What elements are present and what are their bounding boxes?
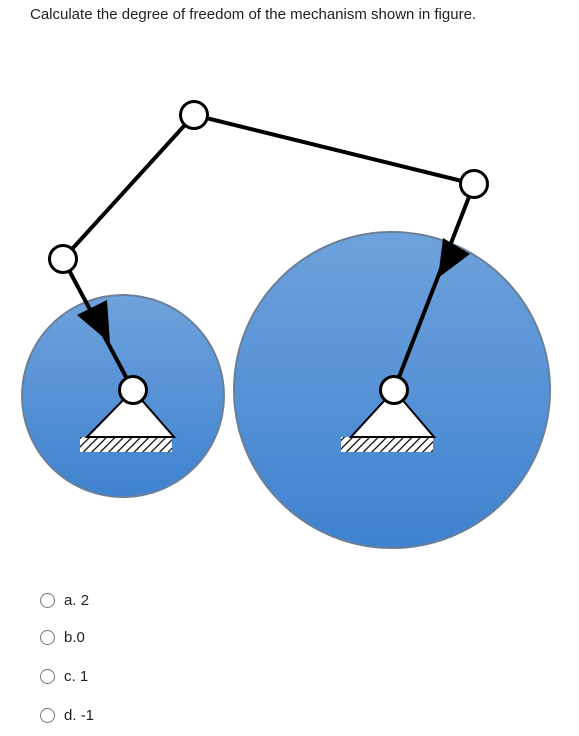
- answer-value-b: 0: [76, 628, 85, 646]
- answer-value-a: 2: [80, 591, 90, 609]
- question-text: Calculate the degree of freedom of the m…: [30, 6, 477, 23]
- answer-option-a[interactable]: a. 2: [40, 590, 89, 610]
- ground-support-right: [348, 388, 437, 438]
- pin-joint-ground-left: [118, 375, 148, 405]
- ground-support-left: [84, 388, 177, 438]
- coupler-link-left: [61, 113, 196, 261]
- mechanism-figure: [21, 100, 551, 549]
- answer-radio-a[interactable]: [40, 592, 55, 608]
- answer-letter-b: b.: [64, 628, 77, 646]
- crank-link-right: [392, 183, 476, 391]
- answer-option-b[interactable]: b.0: [40, 627, 85, 647]
- fixed-joint-wedge-right: [438, 238, 470, 278]
- pin-joint-ground-right: [379, 375, 409, 405]
- fixed-joint-wedge-left: [77, 300, 110, 343]
- answer-letter-a: a.: [64, 591, 77, 609]
- pin-joint-top-left: [179, 100, 209, 130]
- answer-letter-d: d.: [64, 706, 77, 724]
- answer-radio-d[interactable]: [40, 707, 55, 723]
- answer-value-c: 1: [79, 667, 89, 685]
- answer-option-c[interactable]: c. 1: [40, 666, 88, 686]
- answer-letter-c: c.: [64, 667, 76, 685]
- pin-joint-left: [48, 244, 78, 274]
- answer-option-d[interactable]: d. -1: [40, 705, 94, 725]
- answer-radio-b[interactable]: [40, 629, 55, 645]
- pin-joint-top-right: [459, 169, 489, 199]
- coupler-link-top: [193, 113, 475, 186]
- answer-value-d: -1: [80, 706, 95, 724]
- answer-radio-c[interactable]: [40, 668, 55, 684]
- ground-hatch-right: [341, 437, 433, 452]
- ground-hatch-left: [80, 437, 172, 452]
